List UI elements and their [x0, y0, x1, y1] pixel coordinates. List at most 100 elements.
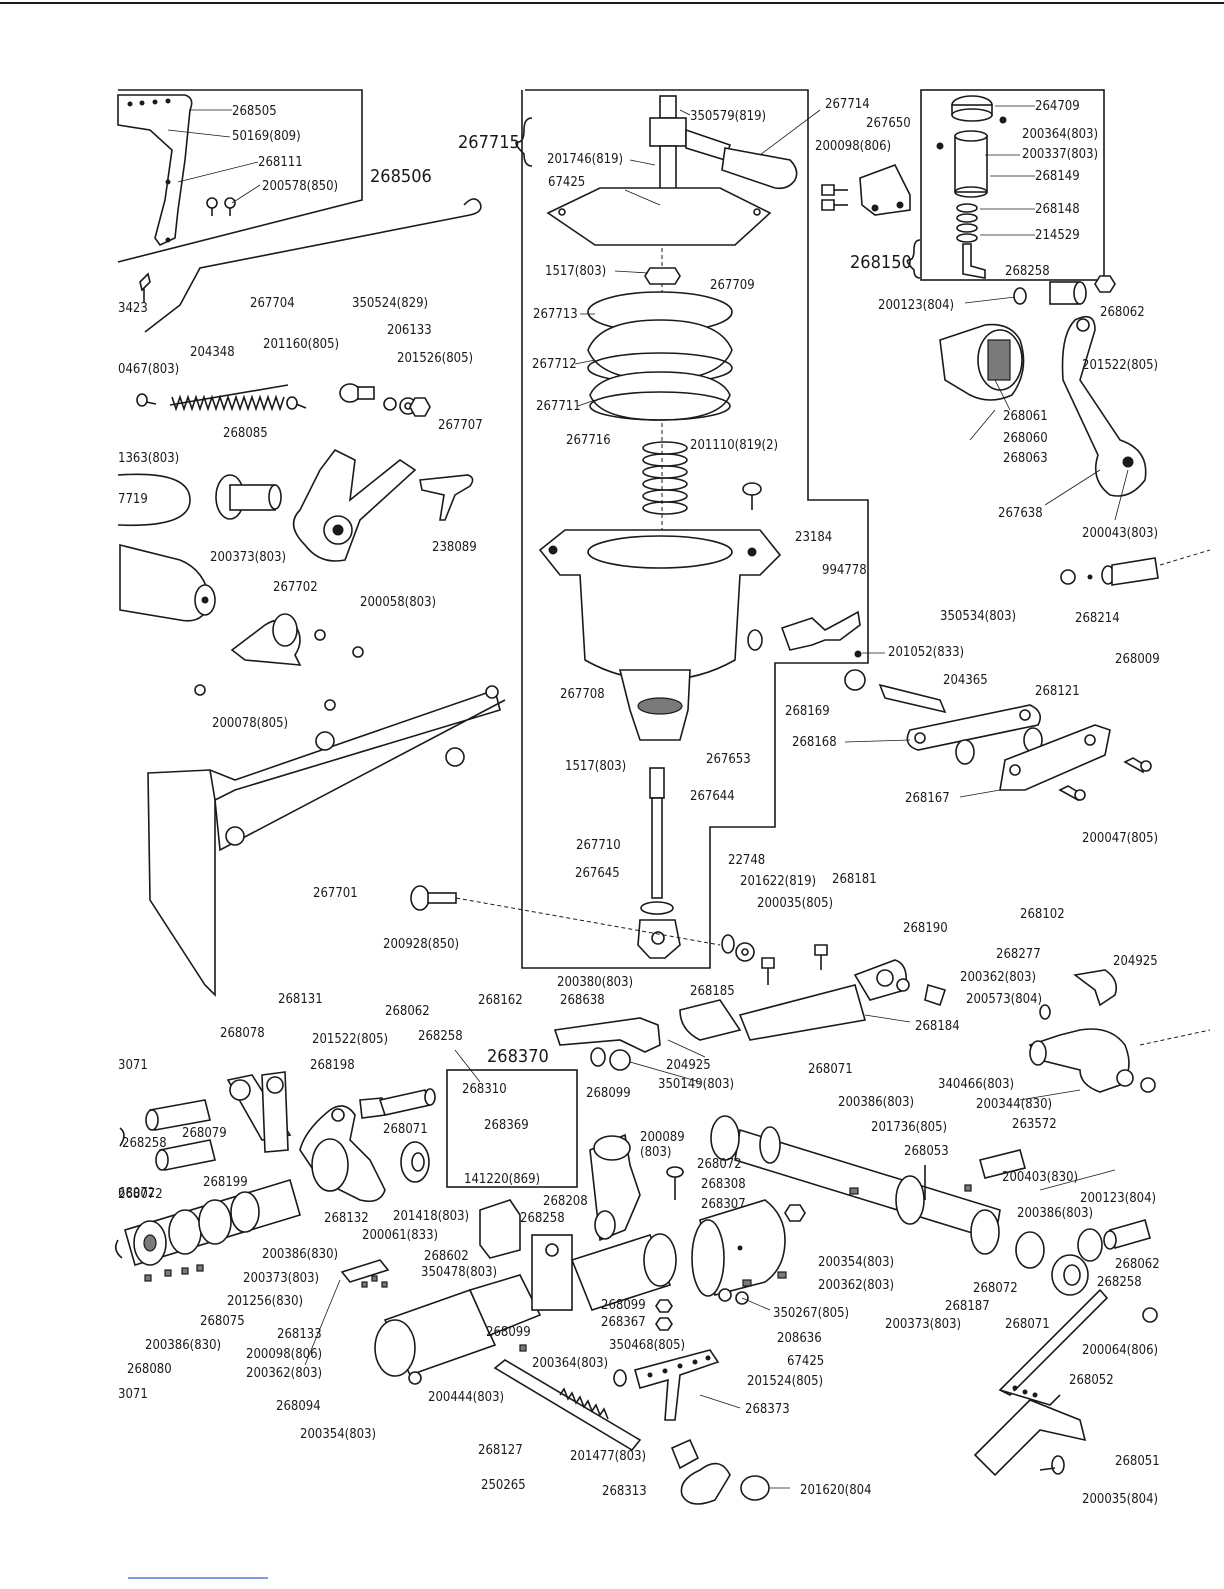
screw-0467 — [136, 393, 157, 407]
part-label: 268373 — [745, 1402, 790, 1417]
part-label: 200344(830) — [976, 1097, 1052, 1112]
plate-67425 — [546, 187, 772, 246]
part-label: 200061(833) — [362, 1228, 438, 1243]
part-label: 268602 — [424, 1249, 469, 1264]
part-label: 267702 — [273, 580, 318, 595]
part-label: 268132 — [324, 1211, 369, 1226]
part-label: 200123(804) — [1080, 1191, 1156, 1206]
stud-268071-left — [378, 1088, 436, 1183]
collar-268072-right — [1015, 1228, 1103, 1296]
part-label: 268149 — [1035, 169, 1080, 184]
part-label: 214529 — [1035, 228, 1080, 243]
part-label: 268258 — [520, 1211, 565, 1226]
plate-268167 — [999, 724, 1152, 802]
part-label: 200362(803) — [960, 970, 1036, 985]
lever-268277 — [1039, 969, 1118, 1020]
part-label: 268167 — [905, 791, 950, 806]
part-label: 200043(803) — [1082, 526, 1158, 541]
part-label: 268638 — [560, 993, 605, 1008]
disc-267712 — [587, 319, 733, 384]
part-label: 201256(830) — [227, 1294, 303, 1309]
part-label: 268214 — [1075, 611, 1120, 626]
part-label: 268071 — [808, 1062, 853, 1077]
slide-268184 — [679, 959, 947, 1041]
part-label: 201524(805) — [747, 1374, 823, 1389]
part-label: 200123(804) — [878, 298, 954, 313]
part-label: 200386(830) — [262, 1247, 338, 1262]
screw-268214 — [1060, 549, 1211, 586]
part-label: 268102 — [1020, 907, 1065, 922]
part-label: 268078 — [220, 1026, 265, 1041]
part-label: 200928(850) — [383, 937, 459, 952]
part-label: 350524(829) — [352, 296, 428, 311]
bracket-267650 — [821, 164, 911, 216]
part-label: 268168 — [792, 735, 837, 750]
screw-201110 — [742, 482, 762, 510]
part-label: 201160(805) — [263, 337, 339, 352]
nut-1517-top — [644, 267, 681, 285]
part-number-labels: 26850550169(809)268111200578(850)2685062… — [118, 97, 1160, 1507]
part-label: 1363(803) — [118, 451, 179, 466]
part-label: 200098(806) — [815, 139, 891, 154]
part-label: 268307 — [701, 1197, 746, 1212]
part-label: 267713 — [533, 307, 578, 322]
part-label: 350534(803) — [940, 609, 1016, 624]
part-label: 3071 — [118, 1387, 148, 1402]
part-label: 267645 — [575, 866, 620, 881]
part-label: 350579(819) — [690, 109, 766, 124]
part-label: 200035(805) — [757, 896, 833, 911]
part-label: 200035(804) — [1082, 1492, 1158, 1507]
part-label: 268051 — [1115, 1454, 1160, 1469]
disc-267711 — [589, 371, 731, 421]
crank-268085 — [215, 448, 417, 562]
handle-268313 — [670, 1438, 770, 1505]
part-label: 263572 — [1012, 1117, 1057, 1132]
part-label: 268258 — [1097, 1275, 1142, 1290]
part-label: 267709 — [710, 278, 755, 293]
part-label: 200386(803) — [1017, 1206, 1093, 1221]
part-label: 201418(803) — [393, 1209, 469, 1224]
part-label: 7719 — [118, 492, 148, 507]
part-label: 268169 — [785, 704, 830, 719]
part-label: 267650 — [866, 116, 911, 131]
part-label: 268258 — [122, 1136, 167, 1151]
part-label: 267716 — [566, 433, 611, 448]
part-label: 200386(803) — [838, 1095, 914, 1110]
part-label: 200403(830) — [1002, 1170, 1078, 1185]
part-label: 201526(805) — [397, 351, 473, 366]
part-label: 268052 — [1069, 1373, 1114, 1388]
block-268602 — [340, 1199, 521, 1283]
part-label: 268133 — [277, 1327, 322, 1342]
part-label: 250265 — [481, 1478, 526, 1493]
part-label: 201110(819(2) — [690, 438, 778, 453]
part-label: 268258 — [418, 1029, 463, 1044]
part-label: 268162 — [478, 993, 523, 1008]
screw-201160 — [286, 396, 307, 410]
part-label: 267707 — [438, 418, 483, 433]
leader-lines — [167, 105, 1129, 1489]
cylinder-268094 — [374, 1233, 677, 1377]
part-label: 267715 — [458, 132, 520, 153]
pin-3423 — [139, 272, 151, 302]
part-label: 268071 — [383, 1122, 428, 1137]
stud-200928 — [410, 885, 457, 911]
screws-200386-left — [144, 1264, 388, 1288]
part-label: 267714 — [825, 97, 870, 112]
stud-200403 — [964, 1149, 1026, 1192]
fitting-994778 — [747, 610, 861, 651]
knob-264709 — [951, 95, 993, 122]
rod-hook — [463, 198, 482, 216]
part-label: 350478(803) — [421, 1265, 497, 1280]
part-label: 267704 — [250, 296, 295, 311]
part-label: 200373(803) — [243, 1271, 319, 1286]
screws-200058 — [194, 629, 364, 711]
part-label: 268185 — [690, 984, 735, 999]
part-label: 268505 — [232, 104, 277, 119]
top-right-brace — [906, 239, 921, 279]
part-label: 267644 — [690, 789, 735, 804]
part-label: 200373(803) — [885, 1317, 961, 1332]
part-label: 200354(803) — [818, 1255, 894, 1270]
part-label: 267638 — [998, 506, 1043, 521]
lever-268052 — [998, 1288, 1109, 1406]
